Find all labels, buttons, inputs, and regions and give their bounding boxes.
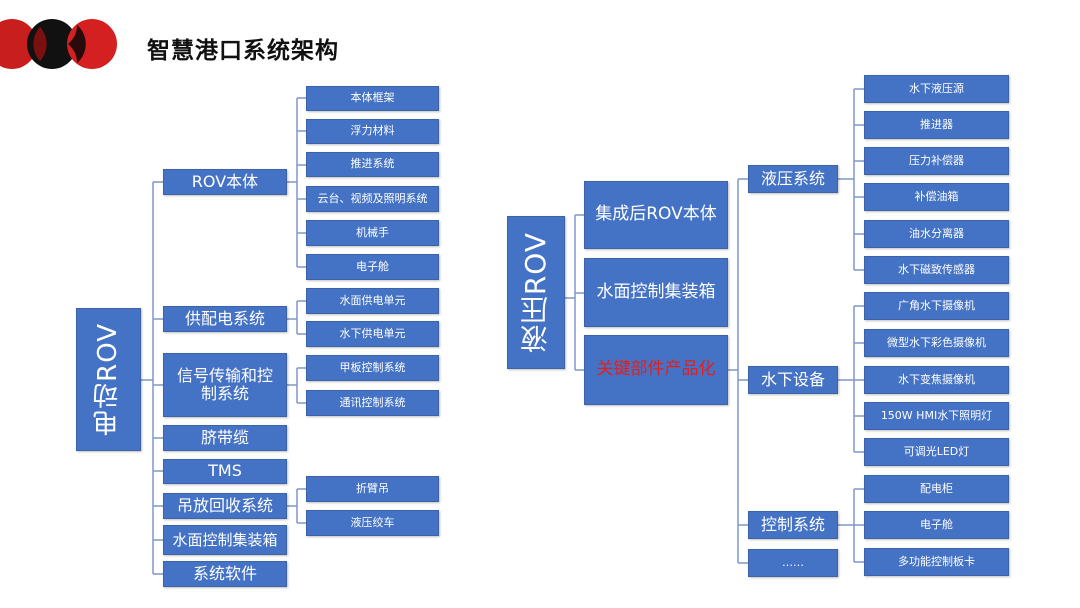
leaf-node: 压力补偿器 xyxy=(864,147,1009,175)
leaf-node: 补偿油箱 xyxy=(864,183,1009,211)
middle-node-key-components: 关键部件产品化 xyxy=(584,335,728,405)
leaf-node: 水面供电单元 xyxy=(306,288,439,314)
root-node-electric-rov: 电动ROV xyxy=(76,308,141,451)
middle-node-integrated-body: 集成后ROV本体 xyxy=(584,181,728,249)
leaf-node: 电子舱 xyxy=(306,254,439,280)
logo xyxy=(0,19,117,69)
root-node-hydraulic-rov: 液压ROV xyxy=(507,216,565,369)
root-label: 电动ROV xyxy=(92,323,123,436)
leaf-node: 甲板控制系统 xyxy=(306,355,439,381)
leaf-node: 推进系统 xyxy=(306,152,439,177)
leaf-node: 折臂吊 xyxy=(306,476,439,502)
group-node-launch-recovery: 吊放回收系统 xyxy=(163,493,287,519)
group-node-power-supply: 供配电系统 xyxy=(163,306,287,332)
group-node-software: 系统软件 xyxy=(163,561,287,587)
group-node-more: …… xyxy=(748,549,838,577)
leaf-node: 微型水下彩色摄像机 xyxy=(864,329,1009,357)
leaf-node: 云台、视频及照明系统 xyxy=(306,186,439,212)
leaf-node: 水下供电单元 xyxy=(306,321,439,347)
root-label: 液压ROV xyxy=(518,231,552,354)
page-title: 智慧港口系统架构 xyxy=(147,38,339,64)
leaf-node: 水下磁致传感器 xyxy=(864,256,1009,284)
leaf-node: 本体框架 xyxy=(306,86,439,111)
group-node-tms: TMS xyxy=(163,459,287,484)
leaf-node: 水下液压源 xyxy=(864,75,1009,103)
leaf-node: 配电柜 xyxy=(864,475,1009,503)
leaf-node: 多功能控制板卡 xyxy=(864,548,1009,576)
group-node-signal-control: 信号传输和控制系统 xyxy=(163,353,287,417)
leaf-node: 可调光LED灯 xyxy=(864,438,1009,466)
leaf-node: 推进器 xyxy=(864,111,1009,139)
group-node-hydraulic-system: 液压系统 xyxy=(748,165,838,193)
group-node-surface-container: 水面控制集装箱 xyxy=(163,525,287,555)
group-node-umbilical: 脐带缆 xyxy=(163,425,287,451)
leaf-node: 电子舱 xyxy=(864,511,1009,539)
leaf-node: 通讯控制系统 xyxy=(306,390,439,416)
leaf-node: 150W HMI水下照明灯 xyxy=(864,402,1009,430)
middle-node-surface-container: 水面控制集装箱 xyxy=(584,258,728,327)
leaf-node: 液压绞车 xyxy=(306,510,439,536)
leaf-node: 油水分离器 xyxy=(864,220,1009,248)
leaf-node: 广角水下摄像机 xyxy=(864,292,1009,320)
group-node-underwater-equipment: 水下设备 xyxy=(748,366,838,394)
leaf-node: 水下变焦摄像机 xyxy=(864,366,1009,394)
group-node-control-system: 控制系统 xyxy=(748,511,838,539)
group-node-rov-body: ROV本体 xyxy=(163,169,287,195)
leaf-node: 浮力材料 xyxy=(306,119,439,144)
leaf-node: 机械手 xyxy=(306,220,439,246)
